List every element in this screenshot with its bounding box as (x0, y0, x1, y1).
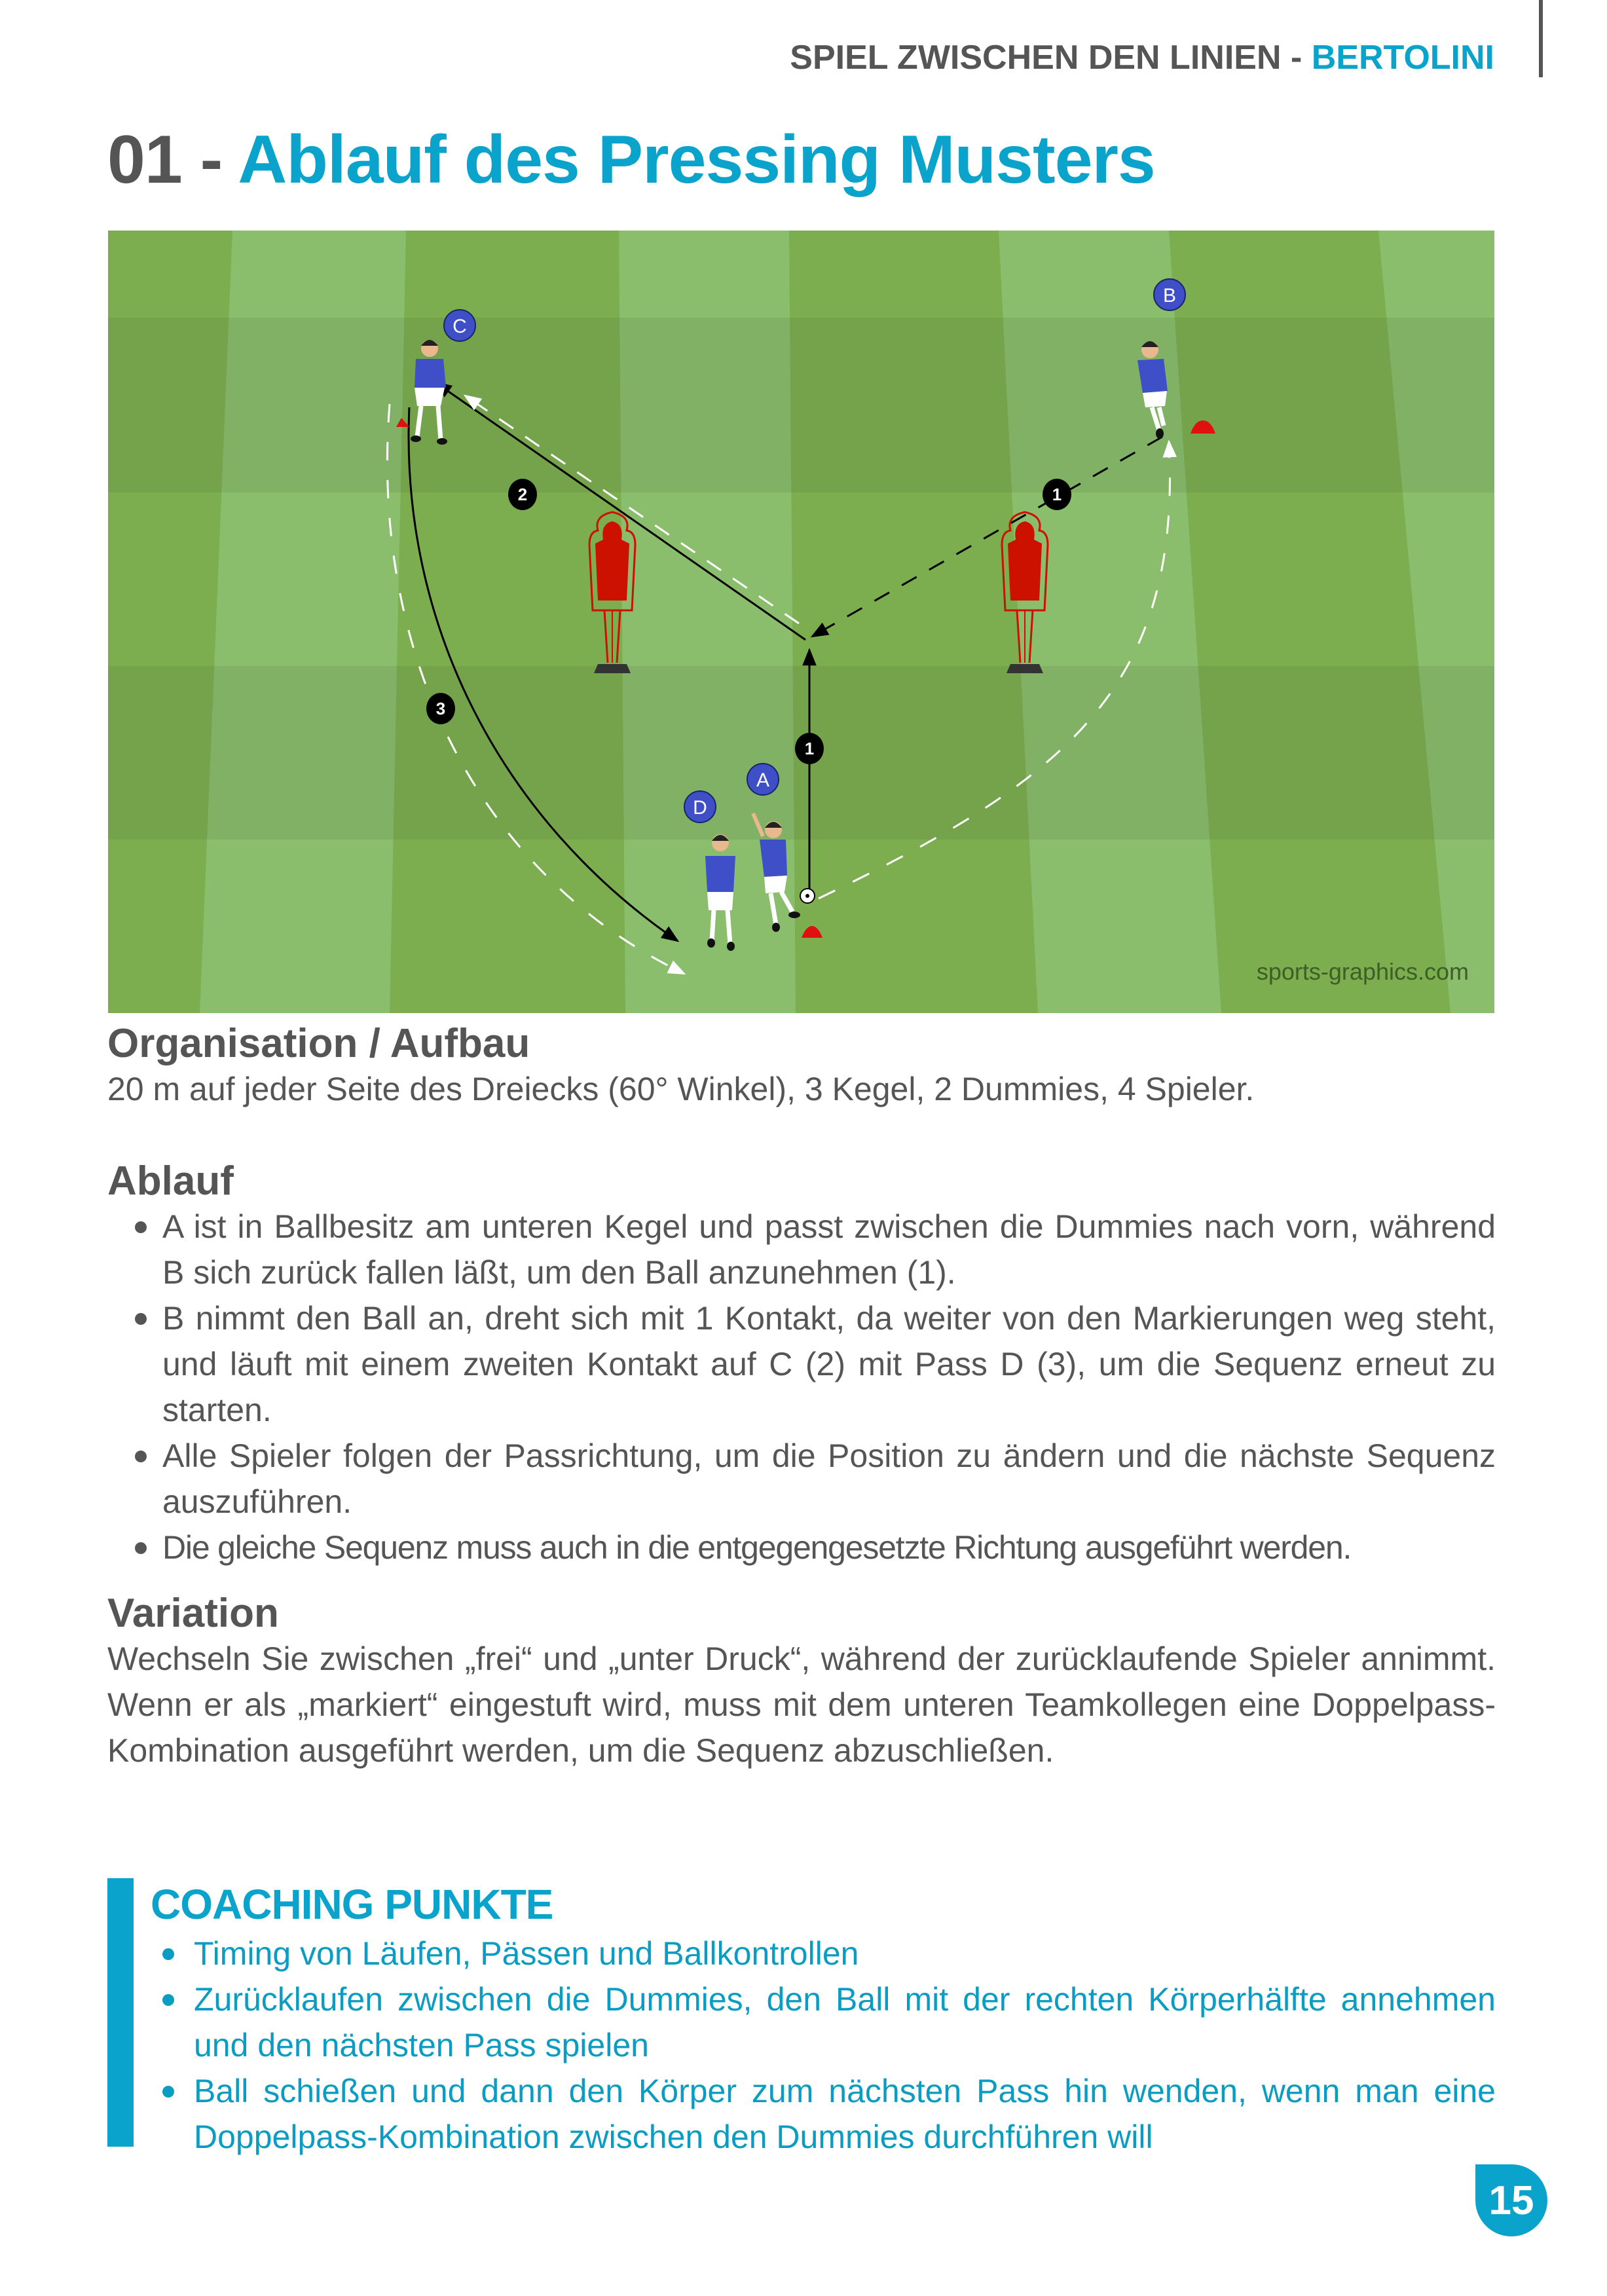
ablauf-heading: Ablauf (107, 1158, 234, 1204)
coaching-heading: COACHING PUNKTE (151, 1881, 553, 1928)
svg-text:A: A (756, 769, 769, 791)
cone-top-right (1191, 420, 1215, 434)
badge-d: D (684, 790, 716, 823)
coaching-item: Zurücklaufen zwischen die Dummies, den B… (151, 1976, 1496, 2068)
cone-top-left (396, 418, 409, 427)
coaching-item: Timing von Läufen, Pässen und Ballkontro… (151, 1931, 1496, 1976)
dummy-right (1001, 511, 1049, 673)
variation-heading: Variation (107, 1591, 279, 1636)
badge-a: A (747, 763, 779, 796)
ablauf-item: A ist in Ballbesitz am unteren Kegel und… (107, 1204, 1496, 1295)
watermark: sports-graphics.com (1257, 958, 1469, 985)
svg-text:1: 1 (805, 739, 814, 758)
running-title-author: BERTOLINI (1311, 39, 1494, 77)
bullet-icon (135, 1542, 147, 1555)
bullet-icon (162, 1994, 174, 2006)
ablauf-item: Die gleiche Sequenz muss auch in die ent… (107, 1525, 1496, 1570)
cone-bottom (802, 926, 822, 938)
player-c (411, 340, 447, 445)
running-title-main: SPIEL ZWISCHEN DEN LINIEN - (790, 39, 1312, 77)
header-divider (1539, 0, 1543, 77)
ablauf-item: B nimmt den Ball an, dreht sich mit 1 Ko… (107, 1295, 1496, 1433)
section-organisation: Organisation / Aufbau 20 m auf jeder Sei… (107, 1021, 1496, 1112)
svg-text:B: B (1163, 285, 1176, 306)
player-a (751, 812, 800, 932)
grass-stripes (200, 231, 1494, 1013)
coaching-accent-bar (107, 1878, 134, 2147)
player-b (1137, 341, 1168, 439)
page-title: 01 - Ablauf des Pressing Musters (107, 121, 1156, 199)
ablauf-item: Alle Spieler folgen der Passrichtung, um… (107, 1433, 1496, 1525)
svg-text:C: C (453, 316, 467, 337)
badge-c: C (443, 309, 476, 342)
dummy-left (588, 511, 637, 673)
coaching-item: Ball schießen und dann den Körper zum nä… (151, 2068, 1496, 2160)
svg-text:2: 2 (518, 485, 527, 504)
title-number: 01 - (107, 122, 238, 198)
section-variation: Variation Wechseln Sie zwischen „frei“ u… (107, 1591, 1496, 1773)
section-ablauf: Ablauf A ist in Ballbesitz am unteren Ke… (107, 1158, 1496, 1570)
svg-text:1: 1 (1052, 485, 1062, 504)
variation-text: Wechseln Sie zwischen „frei“ und „unter … (107, 1640, 1496, 1769)
coaching-box: COACHING PUNKTE Timing von Läufen, Pässe… (107, 1878, 1496, 2155)
drill-diagram: 2 1 1 3 (108, 231, 1494, 1013)
coaching-list: Timing von Läufen, Pässen und Ballkontro… (151, 1931, 1496, 2160)
page-number-badge: 15 (1475, 2164, 1547, 2236)
organisation-text: 20 m auf jeder Seite des Dreiecks (60° W… (107, 1071, 1255, 1108)
bullet-icon (135, 1313, 147, 1325)
player-d (705, 834, 735, 951)
title-text: Ablauf des Pressing Musters (238, 122, 1156, 198)
bullet-icon (162, 1948, 174, 1960)
bullet-icon (162, 2086, 174, 2098)
bullet-icon (135, 1221, 147, 1234)
step-marker-2: 2 1 1 3 (426, 479, 1071, 764)
running-header: SPIEL ZWISCHEN DEN LINIEN - BERTOLINI (790, 38, 1494, 77)
bullet-icon (135, 1451, 147, 1463)
organisation-heading: Organisation / Aufbau (107, 1021, 530, 1066)
badge-b: B (1153, 278, 1186, 311)
ablauf-list: A ist in Ballbesitz am unteren Kegel und… (107, 1204, 1496, 1570)
svg-text:3: 3 (436, 699, 445, 718)
svg-text:D: D (693, 797, 707, 819)
